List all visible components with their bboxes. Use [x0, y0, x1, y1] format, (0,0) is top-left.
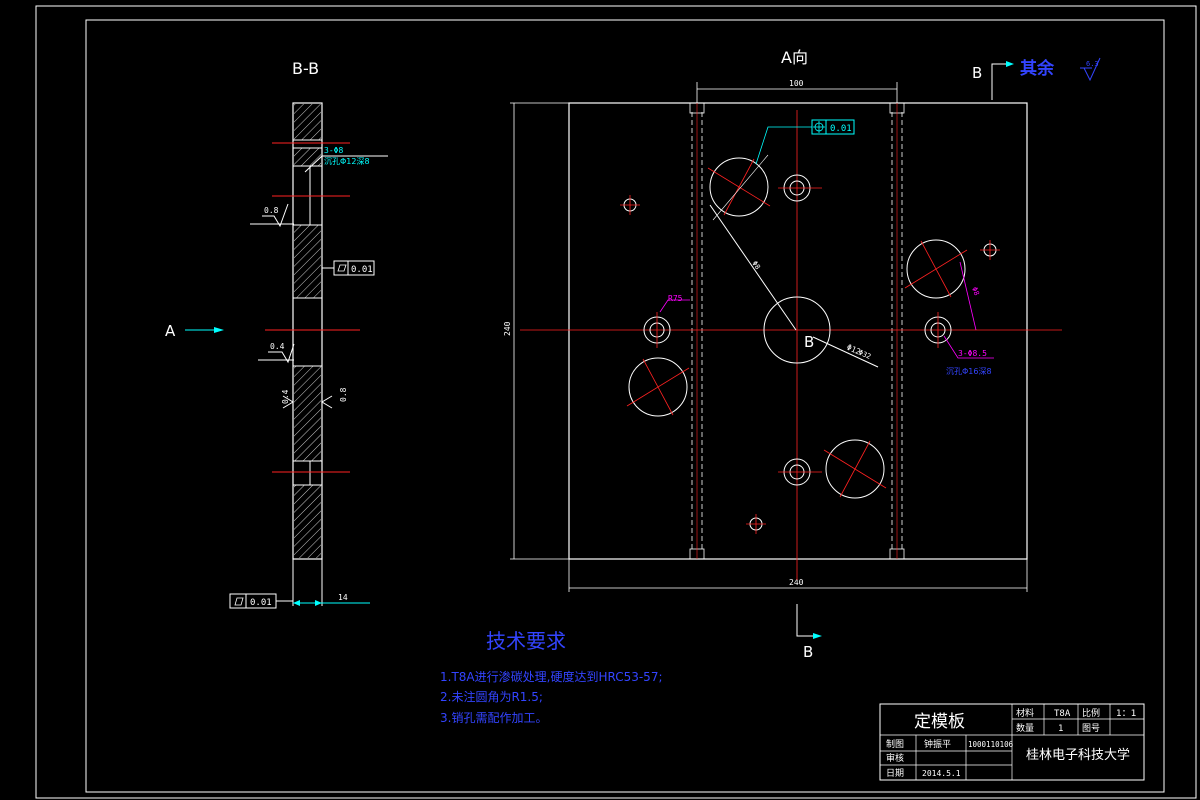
- diag-dim-1: Φ8: [750, 260, 761, 272]
- front-title: A向: [781, 48, 808, 67]
- pin-spacing-dim: 100: [789, 79, 804, 88]
- notes-title: 技术要求: [486, 629, 566, 653]
- hole-callout-left: 3-Φ8: [324, 146, 343, 155]
- note-item-3: 3.销孔需配作加工。: [440, 711, 547, 725]
- hole-callout-right: 3-Φ8.5: [958, 349, 987, 358]
- plate-width-dim: 240: [789, 578, 804, 587]
- material-value: T8A: [1054, 709, 1071, 719]
- rough-1: 0.8: [264, 206, 279, 215]
- roughness-rest-label: 其余: [1020, 58, 1055, 79]
- diag-dim-2: Φ32: [857, 349, 872, 361]
- hole-callout-left-note: 沉孔Φ12深8: [324, 157, 370, 166]
- flatness-tol-2: 0.01: [250, 598, 272, 608]
- drawn-label: 制图: [886, 738, 904, 750]
- part-name: 定模板: [914, 712, 965, 732]
- section-view: B-B 3-Φ8 沉孔Φ12深8 0.8: [165, 59, 388, 609]
- radius-dim: R75: [668, 294, 683, 303]
- title-block: 定模板 材料 T8A 比例 1：1 数量 1 图号 制图 钟振平 1000110…: [879, 703, 1145, 781]
- front-view: A向 240 240 100 B Φ12: [503, 48, 1101, 661]
- rough-4: 0.8: [339, 387, 348, 402]
- flatness-tol-1: 0.01: [351, 265, 373, 275]
- drawing-no-label: 图号: [1082, 723, 1100, 734]
- drawn-name: 钟振平: [924, 738, 951, 750]
- section-mark-top: B: [972, 64, 982, 82]
- technical-notes: 技术要求 1.T8A进行渗碳处理,硬度达到HRC53-57; 2.未注圆角为R1…: [440, 629, 663, 725]
- scale-value: 1：1: [1116, 709, 1136, 719]
- qty-label: 数量: [1016, 722, 1034, 734]
- diag-dim-right: Φ8: [970, 286, 980, 297]
- note-item-1: 1.T8A进行渗碳处理,硬度达到HRC53-57;: [440, 669, 663, 684]
- rough-2: 0.4: [270, 342, 285, 351]
- rough-3: 0.4: [281, 389, 290, 404]
- section-mark-bottom: B: [803, 643, 813, 661]
- date-value: 2014.5.1: [922, 769, 961, 778]
- school-name: 桂林电子科技大学: [1026, 747, 1130, 763]
- material-label: 材料: [1016, 707, 1034, 719]
- plate-height-dim: 240: [503, 321, 512, 336]
- section-title: B-B: [292, 59, 319, 78]
- scale-label: 比例: [1082, 707, 1100, 719]
- center-mark: B: [804, 333, 814, 351]
- date-label: 日期: [886, 768, 904, 779]
- position-tol: 0.01: [830, 124, 852, 134]
- check-label: 审核: [886, 752, 904, 764]
- outer-frame: [35, 5, 1197, 799]
- drawn-id: 1000110106: [968, 740, 1014, 749]
- roughness-rest-value: 6.3: [1086, 60, 1099, 68]
- qty-value: 1: [1058, 724, 1063, 734]
- thickness-dim: 14: [338, 593, 348, 602]
- hole-callout-right-note: 沉孔Φ16深8: [946, 367, 992, 376]
- inner-frame: [85, 19, 1165, 793]
- view-arrow-a-label: A: [165, 322, 176, 340]
- note-item-2: 2.未注圆角为R1.5;: [440, 689, 543, 704]
